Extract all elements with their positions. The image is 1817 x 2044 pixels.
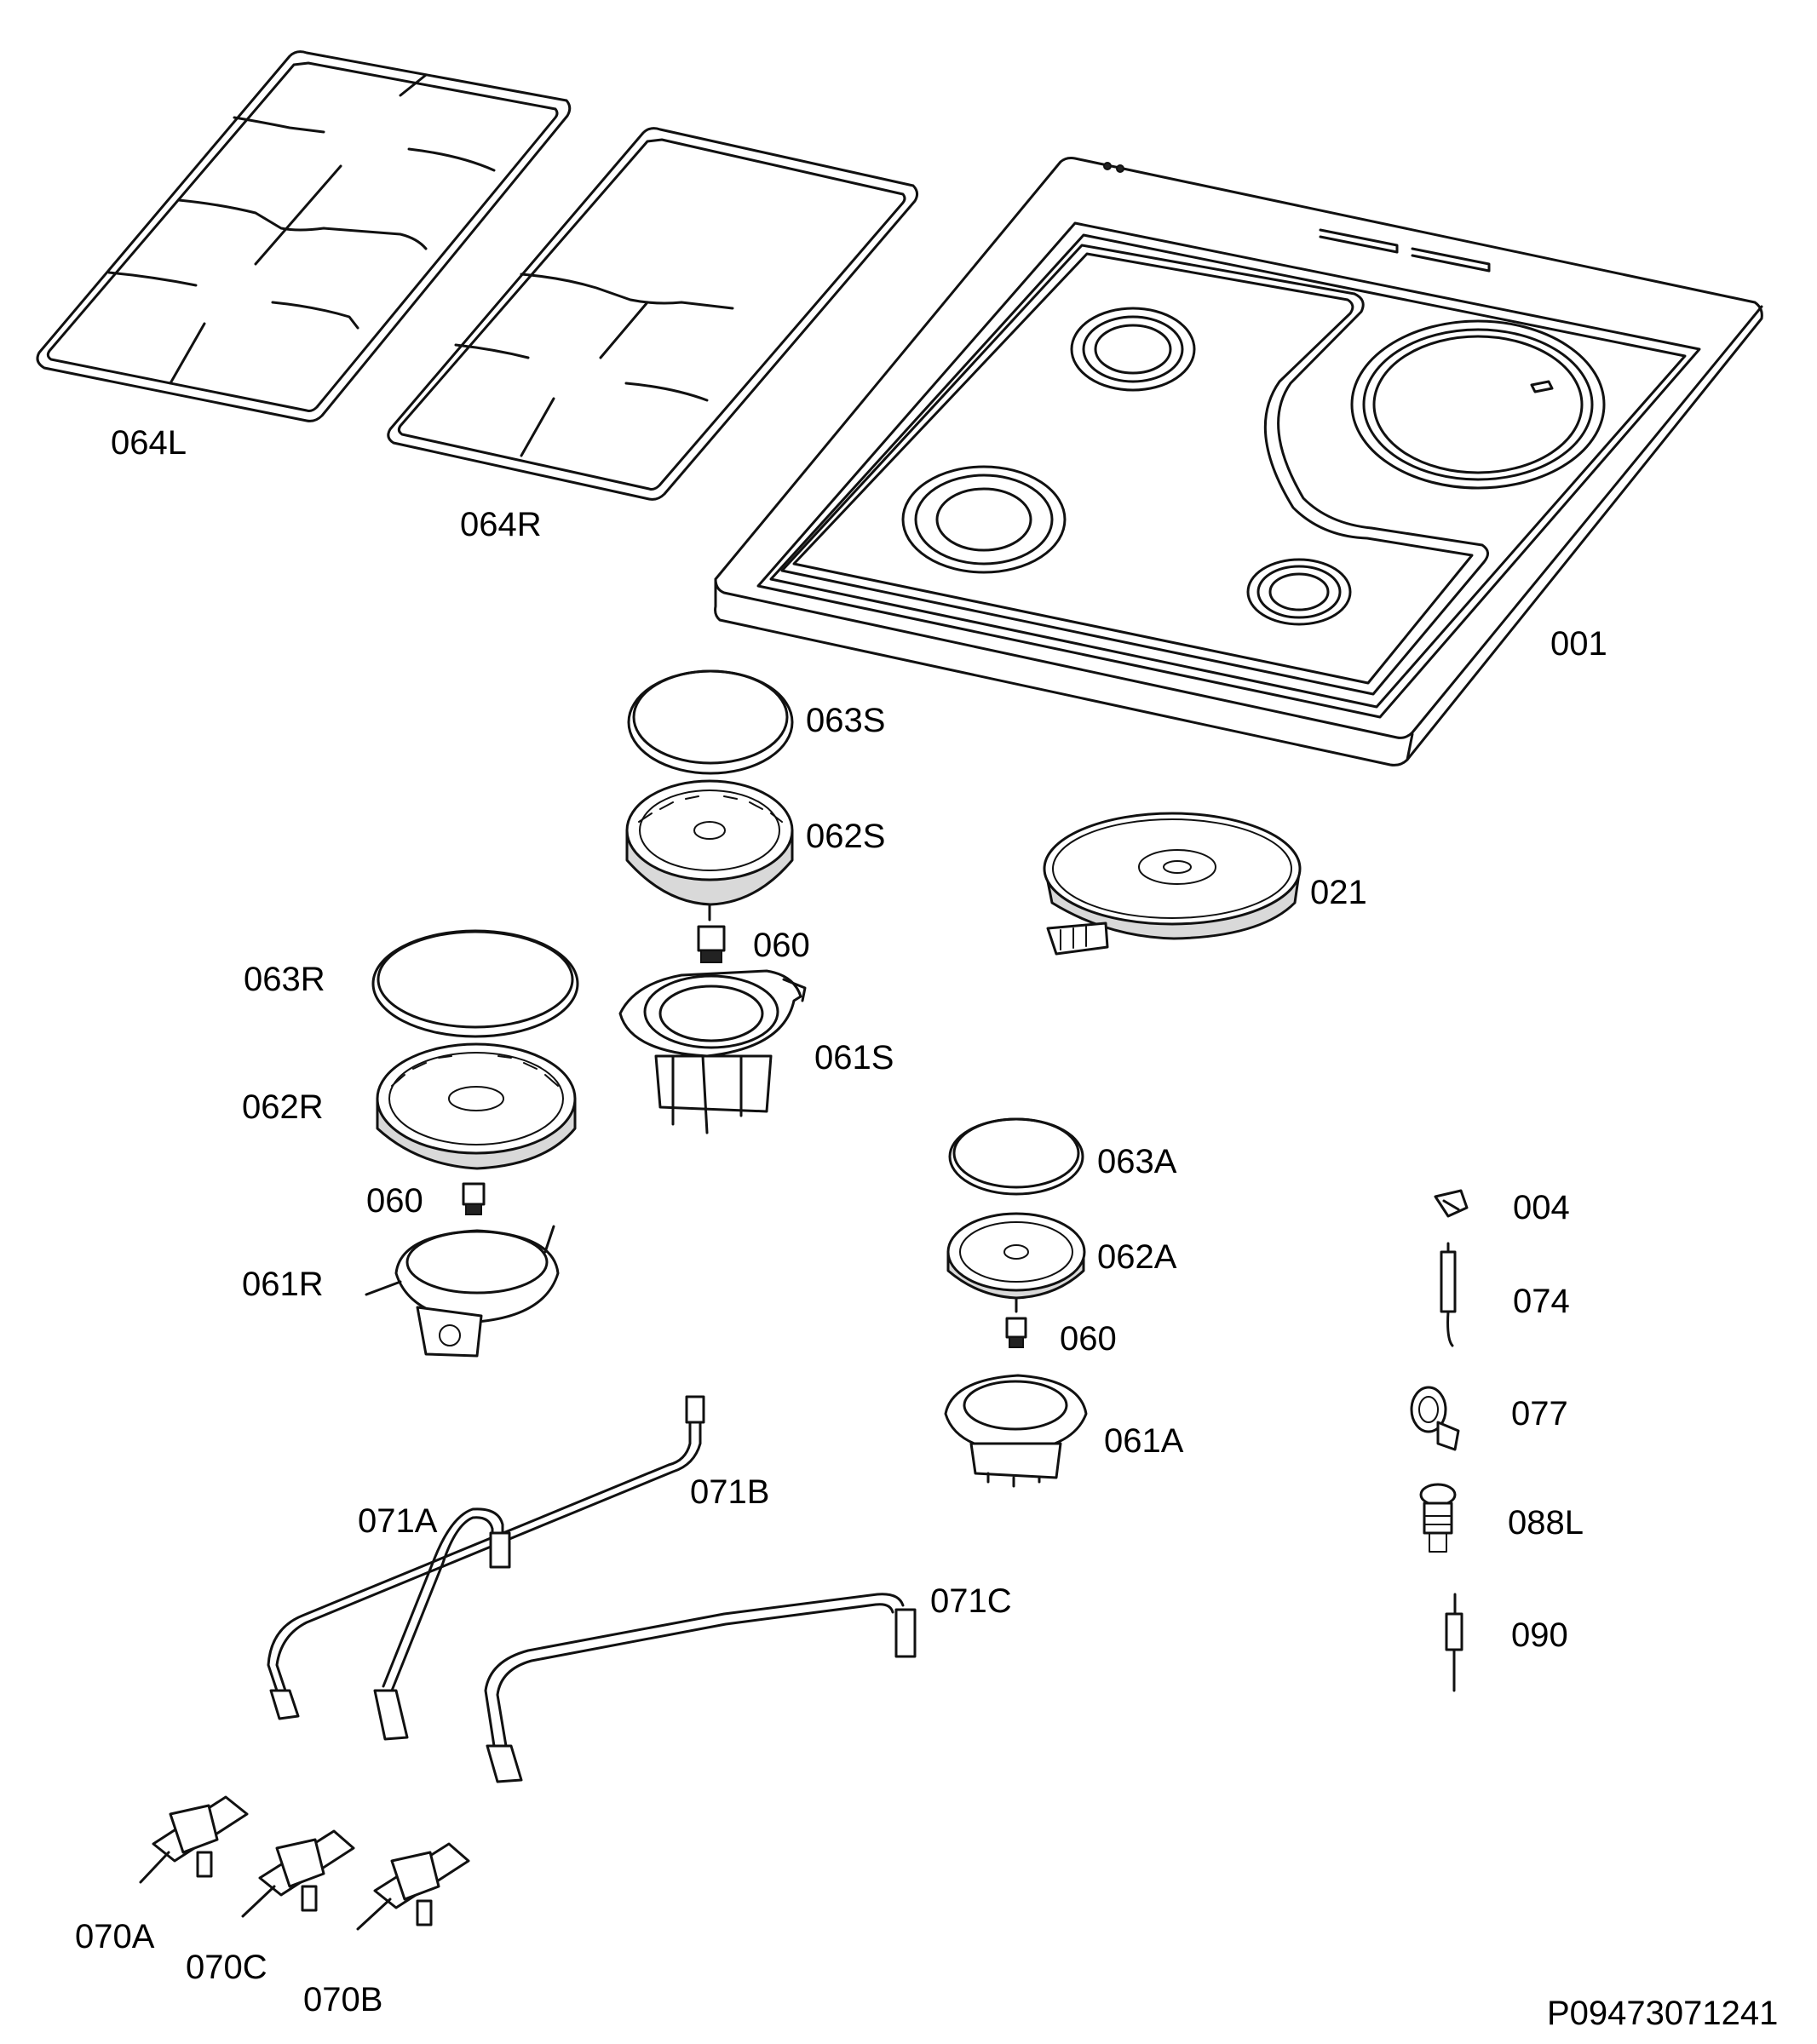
crown-rapid-drawing: [376, 1042, 577, 1170]
crown-aux-drawing: [946, 1212, 1086, 1313]
label-064r: 064R: [460, 506, 542, 543]
tap-c-drawing: [241, 1829, 355, 1918]
cap-aux-drawing: [948, 1117, 1084, 1196]
label-070b: 070B: [303, 1981, 383, 2018]
label-071c: 071C: [930, 1582, 1012, 1620]
grate-right-drawing: [387, 127, 919, 501]
tap-a-drawing: [139, 1795, 249, 1884]
cap-small-drawing: [627, 669, 794, 775]
grate-left-drawing: [36, 50, 572, 422]
label-061r: 061R: [242, 1266, 324, 1303]
body-aux-drawing: [944, 1374, 1088, 1488]
drawing-number: P09473071241: [1547, 1995, 1779, 2032]
hotplate-drawing: [1043, 812, 1302, 956]
injector-small-drawing: [697, 925, 726, 963]
elbow-drawing: [1410, 1386, 1460, 1451]
tap-b-drawing: [356, 1842, 470, 1931]
crown-small-drawing: [625, 779, 794, 922]
label-001: 001: [1550, 625, 1607, 663]
body-small-drawing: [618, 969, 807, 1134]
label-062a: 062A: [1097, 1238, 1177, 1276]
cap-rapid-drawing: [371, 929, 579, 1038]
label-074: 074: [1513, 1283, 1570, 1320]
hob-top-drawing: [714, 157, 1763, 766]
label-060-small: 060: [753, 927, 810, 964]
label-062r: 062R: [242, 1088, 324, 1126]
label-060-rapid: 060: [366, 1182, 423, 1220]
label-071a: 071A: [358, 1502, 438, 1540]
label-070a: 070A: [75, 1918, 155, 1955]
label-090: 090: [1511, 1616, 1568, 1654]
label-060-aux: 060: [1060, 1320, 1117, 1358]
label-004: 004: [1513, 1189, 1570, 1226]
label-061s: 061S: [814, 1039, 894, 1077]
label-070c: 070C: [186, 1949, 267, 1986]
label-021: 021: [1310, 874, 1367, 911]
body-rapid-drawing: [365, 1225, 560, 1358]
label-063r: 063R: [244, 961, 325, 998]
label-077: 077: [1511, 1395, 1568, 1433]
label-062s: 062S: [806, 818, 886, 855]
injector-aux-drawing: [1005, 1317, 1027, 1348]
pipe-c-drawing: [484, 1593, 917, 1783]
fitting-drawing: [1419, 1483, 1457, 1553]
thermocouple-drawing: [1445, 1593, 1463, 1692]
injector-rapid-drawing: [462, 1182, 486, 1215]
label-071b: 071B: [690, 1473, 770, 1511]
label-064l: 064L: [111, 424, 187, 462]
label-063a: 063A: [1097, 1143, 1177, 1180]
label-063s: 063S: [806, 702, 886, 739]
pipe-b-drawing: [267, 1395, 705, 1720]
clip-drawing: [1434, 1189, 1469, 1218]
label-061a: 061A: [1104, 1422, 1184, 1460]
electrode-drawing: [1440, 1242, 1457, 1347]
label-088l: 088L: [1508, 1504, 1584, 1542]
pipe-a-drawing: [373, 1507, 511, 1741]
